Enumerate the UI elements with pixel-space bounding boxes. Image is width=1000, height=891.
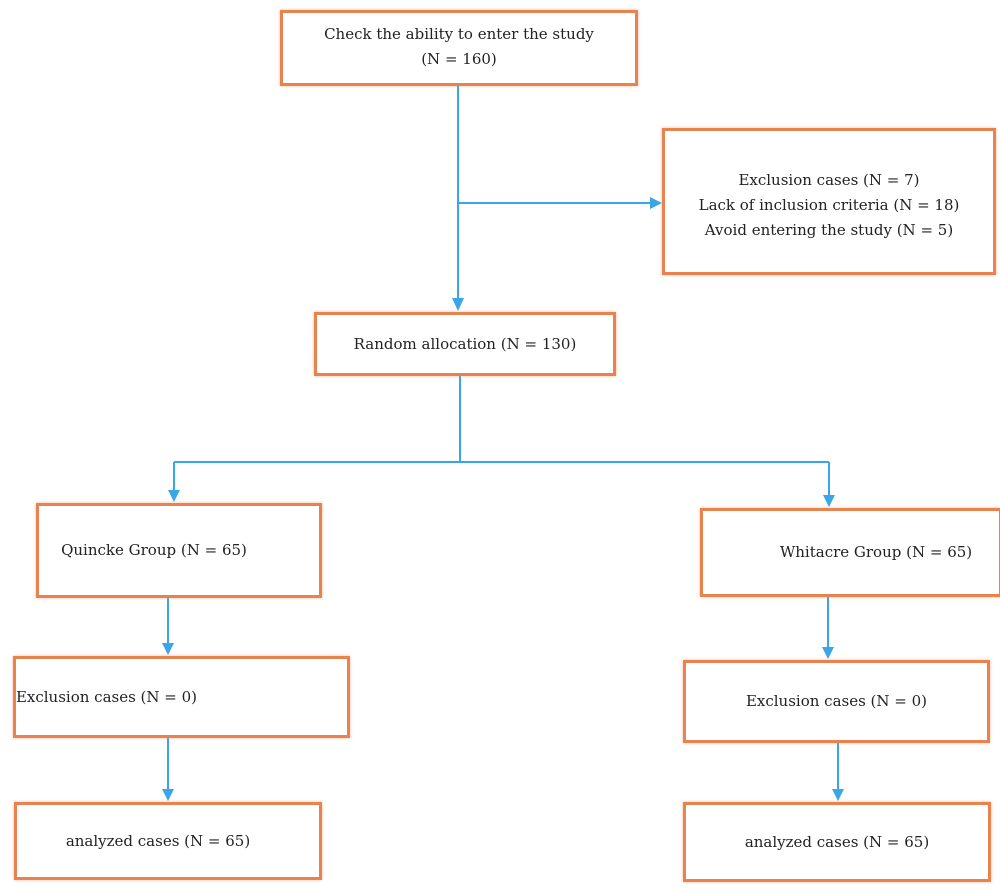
quincke-analyzed-box: analyzed cases (N = 65) bbox=[14, 802, 322, 880]
quincke-exclusion-box: Exclusion cases (N = 0) bbox=[13, 656, 350, 738]
whitacre-analyzed-label: analyzed cases (N = 65) bbox=[744, 832, 930, 851]
whitacre-exclusion-label: Exclusion cases (N = 0) bbox=[745, 692, 928, 710]
arrowhead-whitacre-analyzed bbox=[832, 789, 844, 801]
random-allocation-label: Random allocation (N = 130) bbox=[353, 334, 577, 353]
arrowhead-whitacre bbox=[823, 495, 835, 507]
quincke-analyzed-label: analyzed cases (N = 65) bbox=[65, 831, 251, 850]
eligibility-count: (N = 160) bbox=[421, 50, 497, 68]
whitacre-analyzed-box: analyzed cases (N = 65) bbox=[683, 802, 991, 882]
arrowhead-whitacre-exclusion bbox=[822, 647, 834, 659]
arrowhead-quincke bbox=[168, 490, 180, 502]
excluded-box: Exclusion cases (N = 7) Lack of inclusio… bbox=[662, 128, 996, 275]
quincke-group-box: Quincke Group (N = 65) bbox=[36, 503, 322, 598]
arrowhead-random bbox=[452, 298, 464, 311]
whitacre-exclusion-box: Exclusion cases (N = 0) bbox=[683, 660, 990, 743]
lack-inclusion-text: Lack of inclusion criteria (N = 18) bbox=[698, 196, 960, 214]
whitacre-group-box: Whitacre Group (N = 65) bbox=[700, 508, 1000, 597]
eligibility-box: Check the ability to enter the study (N … bbox=[280, 10, 638, 86]
random-allocation-box: Random allocation (N = 130) bbox=[314, 312, 616, 376]
excluded-cases-text: Exclusion cases (N = 7) bbox=[738, 171, 920, 189]
avoid-entering-text: Avoid entering the study (N = 5) bbox=[704, 221, 954, 239]
arrowhead-excluded bbox=[650, 197, 662, 209]
quincke-exclusion-label: Exclusion cases (N = 0) bbox=[15, 687, 198, 706]
arrowhead-quincke-exclusion bbox=[162, 643, 174, 655]
eligibility-label: Check the ability to enter the study bbox=[324, 25, 594, 43]
quincke-group-label: Quincke Group (N = 65) bbox=[61, 541, 247, 559]
whitacre-group-label: Whitacre Group (N = 65) bbox=[779, 543, 973, 561]
arrowhead-quincke-analyzed bbox=[162, 789, 174, 801]
